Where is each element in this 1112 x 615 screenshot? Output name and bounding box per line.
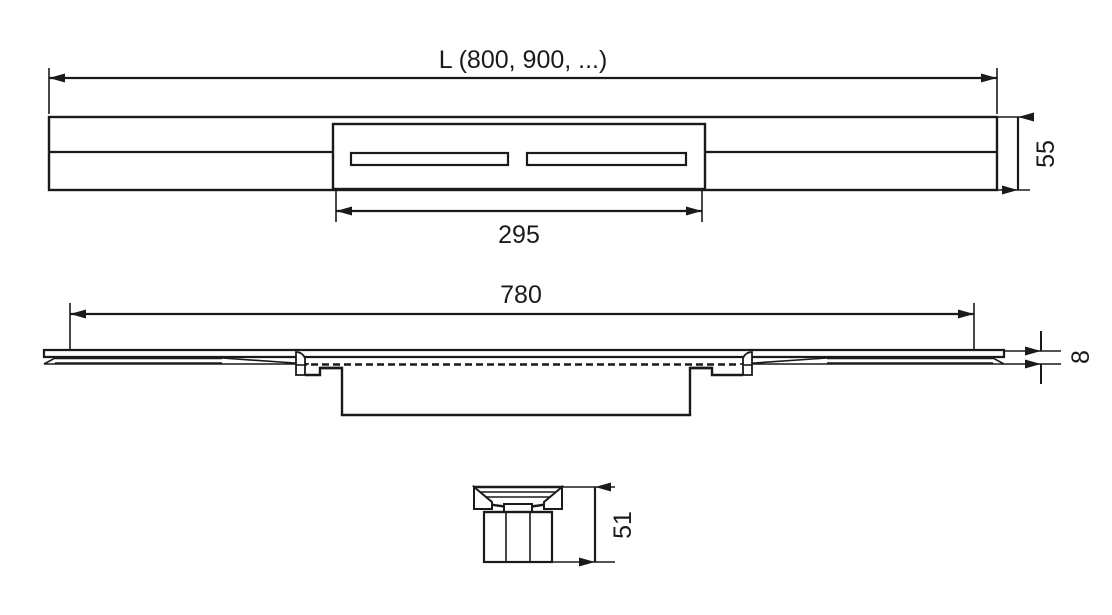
dim-flange-thickness [1004,331,1061,384]
center-neck [503,503,533,513]
label-channel-height: 55 [1032,140,1060,168]
label-overall-length: L (800, 900, ...) [439,46,608,74]
left-bracket [295,351,306,376]
dim-overall-length [48,68,998,114]
label-grate-length: 295 [498,221,540,249]
dim-body-length [69,303,975,350]
left-shoulder [473,484,493,510]
label-section-height: 51 [609,511,637,539]
section-body-box [482,510,554,564]
flange-plate [42,348,1006,359]
right-shoulder [543,484,563,510]
dim-section-height [552,482,615,567]
label-body-length: 780 [500,281,542,309]
side-section-view [42,303,1061,417]
cross-section-detail-view [472,482,615,567]
dim-channel-height [997,112,1034,195]
grate-slot-left [349,151,510,167]
dim-grate-length [335,190,703,222]
drain-trough-body [305,366,743,417]
label-flange-thickness: 8 [1067,350,1095,364]
right-bracket [742,351,753,376]
grate-slot-right [525,151,688,167]
top-view [47,68,1034,222]
